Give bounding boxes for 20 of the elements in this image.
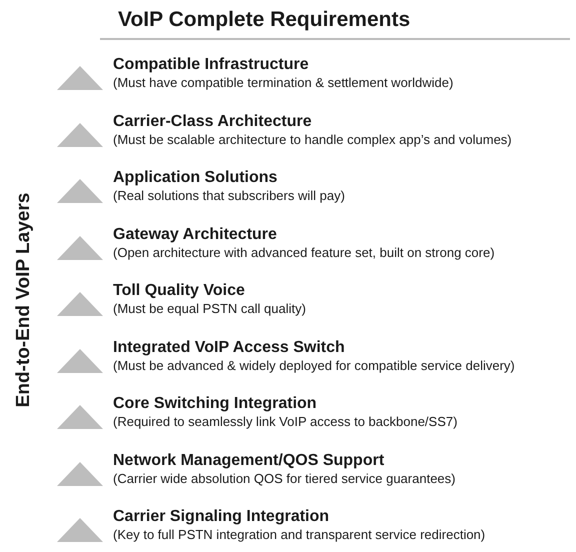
layer-description: (Must be scalable architecture to handle complex app’s and volumes) bbox=[113, 132, 512, 146]
layer-description: (Must be advanced & widely deployed for compatible service delivery) bbox=[113, 358, 515, 372]
page-title: VoIP Complete Requirements bbox=[118, 8, 410, 32]
layer-heading: Carrier-Class Architecture bbox=[113, 112, 312, 130]
layer-description: (Real solutions that subscribers will pay) bbox=[113, 188, 345, 203]
layer-description: (Must have compatible termination & settlement worldwide) bbox=[113, 75, 454, 90]
layer-heading: Application Solutions bbox=[113, 169, 278, 187]
layer-heading: Core Switching Integration bbox=[113, 395, 317, 413]
layer-description: (Required to seamlessly link VoIP access to backbone/SS7) bbox=[113, 414, 458, 429]
layer-heading: Toll Quality Voice bbox=[113, 282, 245, 300]
layer-description: (Carrier wide absolution QOS for tiered service guarantees) bbox=[113, 470, 456, 486]
layer-heading: Carrier Signaling Integration bbox=[113, 508, 330, 526]
side-label: End-to-End VoIP Layers bbox=[13, 192, 35, 408]
layer-description: (Open architecture with advanced feature set, built on strong core) bbox=[113, 244, 495, 260]
layer-heading: Gateway Architecture bbox=[113, 226, 277, 244]
layer-heading: Network Management/QOS Support bbox=[113, 452, 384, 470]
layer-description: (Must be equal PSTN call quality) bbox=[113, 301, 306, 316]
layer-heading: Compatible Infrastructure bbox=[113, 56, 309, 74]
layer-description: (Key to full PSTN integration and transparent service redirection) bbox=[113, 527, 486, 542]
layer-heading: Integrated VoIP Access Switch bbox=[113, 338, 345, 356]
